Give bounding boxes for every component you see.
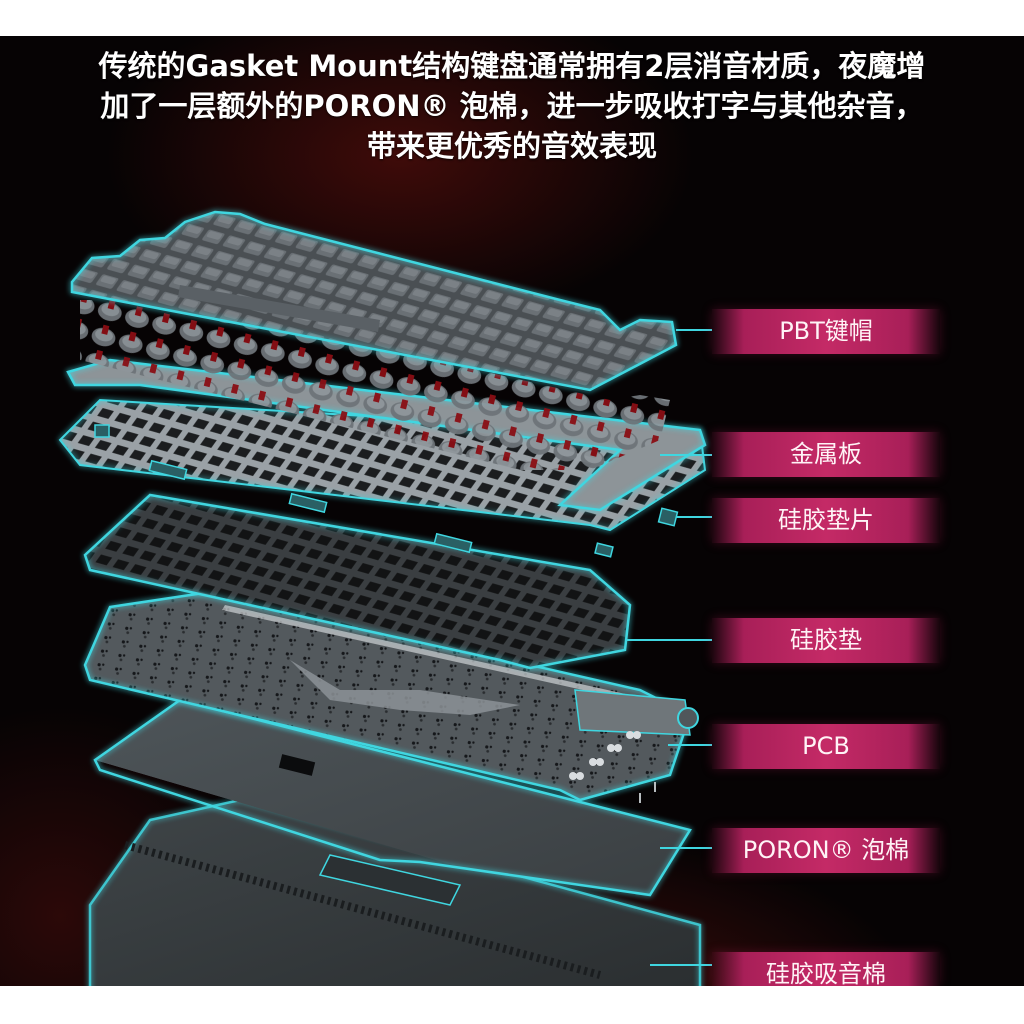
headline-line-1: 传统的Gasket Mount结构键盘通常拥有2层消音材质，夜魔增 [98,49,926,83]
layer-silicone-pad [83,493,712,670]
label-plate: 金属板 [712,432,940,477]
layer-switches [80,300,670,470]
layer-keycaps [70,210,712,392]
label-silicone-pad: 硅胶垫 [712,618,940,663]
product-diagram: 传统的Gasket Mount结构键盘通常拥有2层消音材质，夜魔增 加了一层额外… [0,36,1024,986]
headline-line-3: 带来更优秀的音效表现 [366,129,657,163]
label-gasket: 硅胶垫片 [712,498,940,543]
layer-pcb [83,590,712,803]
layer-silicone-foam [88,798,712,986]
label-pcb: PCB [712,724,940,769]
label-poron-foam: PORON® 泡棉 [712,828,940,873]
label-silicone-foam: 硅胶吸音棉 [712,952,940,986]
gasket-strips [94,424,679,558]
headline-line-2: 加了一层额外的PORON® 泡棉，进一步吸收打字与其他杂音， [100,89,924,123]
label-keycaps: PBT键帽 [712,309,940,354]
headline: 传统的Gasket Mount结构键盘通常拥有2层消音材质，夜魔增 加了一层额外… [0,46,1024,166]
exploded-keyboard-illustration [58,210,712,986]
